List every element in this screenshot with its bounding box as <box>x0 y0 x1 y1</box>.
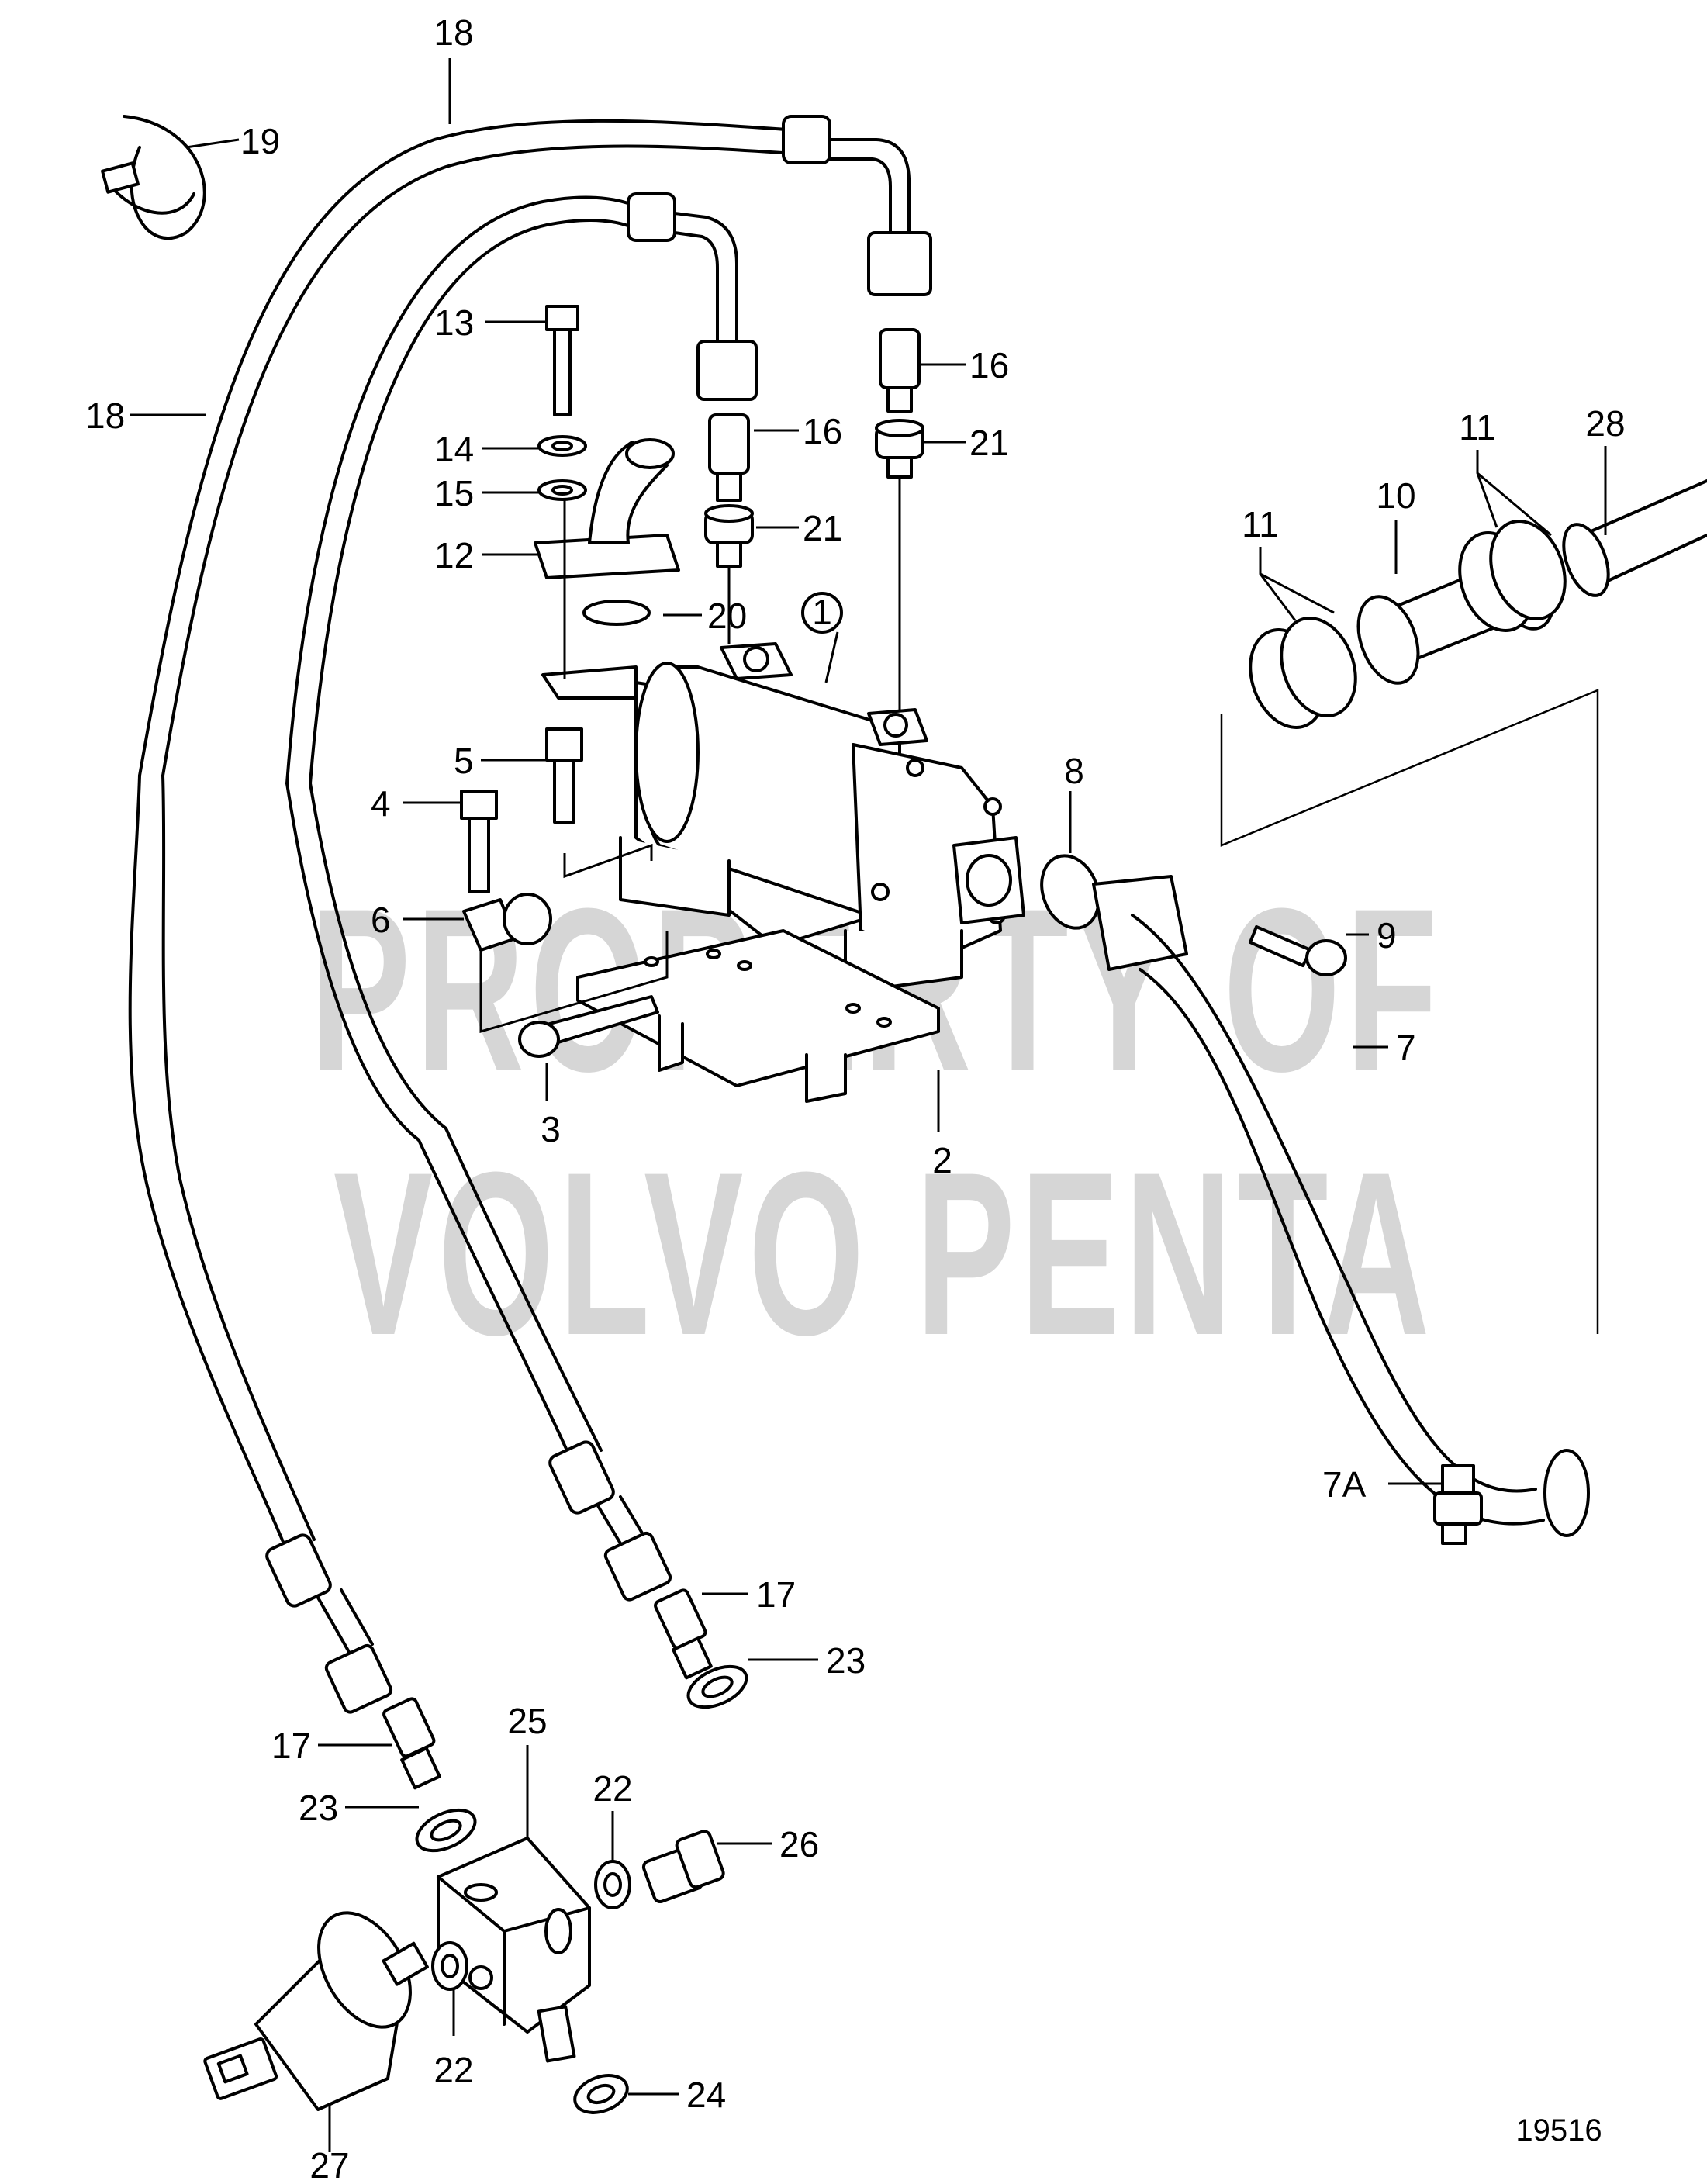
callout-18-top: 18 <box>434 12 473 53</box>
fitting-21-left <box>704 504 754 568</box>
callout-5: 5 <box>454 741 474 781</box>
callout-17-left: 17 <box>271 1726 311 1766</box>
fitting-21-right <box>875 419 924 479</box>
assembly-frame <box>1220 689 1599 1334</box>
fitting-17-left <box>382 1697 441 1790</box>
outlet-elbow-12 <box>534 438 680 579</box>
callout-27: 27 <box>309 2145 349 2184</box>
callout-16-left: 16 <box>803 411 842 451</box>
callout-4: 4 <box>371 783 391 824</box>
callout-6: 6 <box>371 900 391 940</box>
callout-8: 8 <box>1064 751 1084 791</box>
bolt-9 <box>1249 925 1347 976</box>
washer-23-left <box>415 1808 477 1853</box>
bolt-13 <box>545 305 579 416</box>
hose-18-outer <box>128 115 932 1553</box>
fitting-17-right <box>654 1588 713 1680</box>
hose-clamp-11-right <box>1458 520 1567 632</box>
callout-28: 28 <box>1585 403 1625 444</box>
heat-exchanger-1 <box>541 642 1025 994</box>
assembly-line-clamp6 <box>479 931 669 1033</box>
callout-21-left: 21 <box>803 508 842 548</box>
drawing-number: 19516 <box>1515 2113 1602 2148</box>
callout-16-right: 16 <box>969 345 1009 385</box>
assembly-line-bolt5 <box>563 843 653 879</box>
callout-17-right: 17 <box>756 1574 796 1615</box>
callout-15: 15 <box>434 473 474 513</box>
callout-18-left: 18 <box>85 396 125 436</box>
callout-12: 12 <box>434 535 474 575</box>
washer-15 <box>537 479 587 501</box>
bolt-4 <box>460 790 498 893</box>
lower-hose-left-end <box>265 1533 393 1714</box>
callout-1: 1 <box>812 592 832 632</box>
bolt-5 <box>545 727 583 824</box>
callout-22-right: 22 <box>593 1768 632 1809</box>
bolt-3 <box>518 995 659 1058</box>
callout-26: 26 <box>779 1824 819 1864</box>
callout-24: 24 <box>686 2075 726 2115</box>
cable-tie-19 <box>101 115 206 240</box>
washer-22-right <box>594 1860 631 1909</box>
callout-11-right: 11 <box>1459 407 1496 448</box>
lower-hose-right-end <box>548 1440 672 1602</box>
callout-20: 20 <box>707 596 747 636</box>
o-ring-20 <box>582 600 651 626</box>
callout-2: 2 <box>932 1140 952 1180</box>
washer-23-right <box>686 1664 748 1709</box>
callout-23-left: 23 <box>299 1788 338 1828</box>
plug-26 <box>641 1830 725 1904</box>
clamp-6 <box>462 893 552 952</box>
callout-9: 9 <box>1377 915 1397 955</box>
callout-13: 13 <box>434 302 474 343</box>
callout-11-left: 11 <box>1242 504 1279 544</box>
washer-22-left <box>431 1941 468 1991</box>
connector-block-25 <box>437 1837 591 2063</box>
callout-10: 10 <box>1376 475 1415 516</box>
callout-25: 25 <box>507 1701 547 1741</box>
callout-7a: 7A <box>1322 1464 1367 1505</box>
callout-14: 14 <box>434 429 474 469</box>
callout-labels: 18 19 18 13 14 15 12 20 16 16 21 21 1 5 … <box>85 12 1626 2184</box>
sender-27 <box>203 1911 429 2111</box>
hose-18-inner <box>285 192 758 1467</box>
callout-22-left: 22 <box>434 2050 473 2090</box>
callout-21-right: 21 <box>969 423 1009 463</box>
fitting-16-left <box>708 413 750 502</box>
washer-14 <box>537 435 587 457</box>
plug-7a <box>1433 1464 1483 1526</box>
pipe-28 <box>1562 479 1707 597</box>
callout-7: 7 <box>1396 1028 1416 1068</box>
callout-circle-1 <box>801 592 843 634</box>
callout-23-right: 23 <box>826 1640 866 1681</box>
callout-3: 3 <box>541 1109 561 1149</box>
fitting-16-right <box>879 328 921 413</box>
hose-clamp-11-left <box>1249 617 1357 729</box>
callout-19: 19 <box>240 121 280 161</box>
leader-lines <box>130 58 1607 2152</box>
washer-24 <box>573 2074 629 2114</box>
watermark-line-2-horizontal: VOLVO PENTA <box>333 1123 1435 1384</box>
